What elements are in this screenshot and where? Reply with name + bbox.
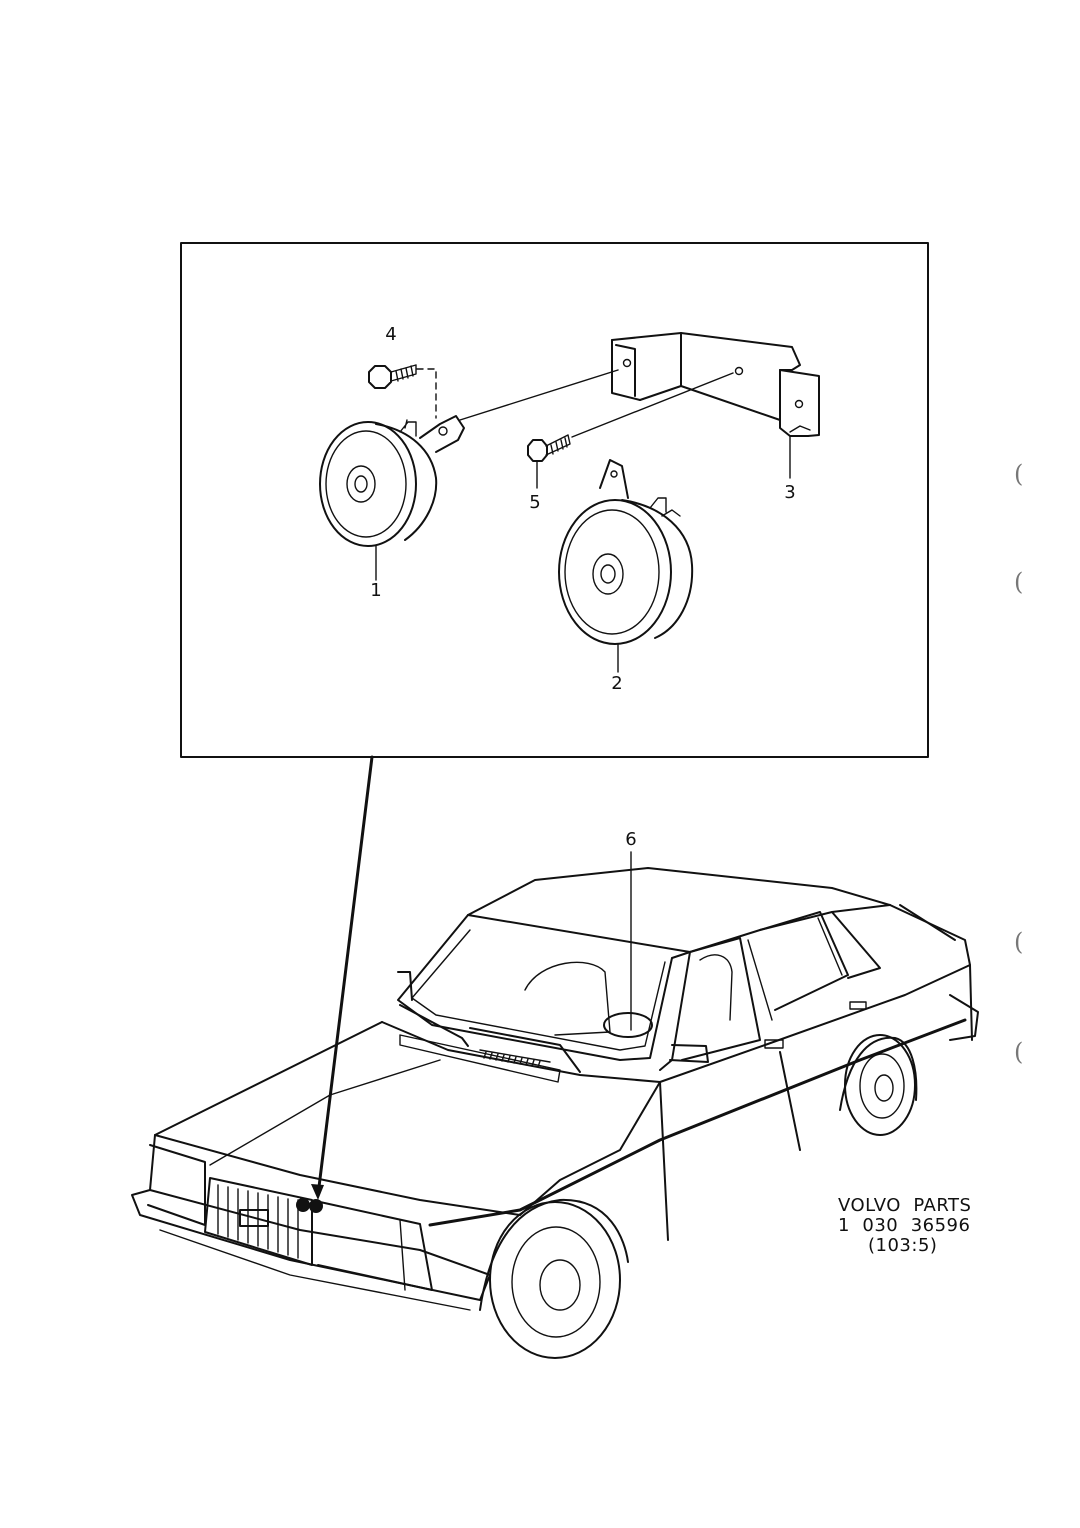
detail-inset-frame — [180, 242, 929, 758]
screw-5 — [527, 434, 571, 489]
parts-caption: VOLVO PARTS 1 030 36596 (103:5) — [838, 1196, 971, 1256]
binder-mark-2: ( — [1014, 568, 1024, 596]
screw-4 — [368, 364, 437, 419]
horn-1 — [319, 415, 465, 547]
binder-mark-1: ( — [1014, 460, 1024, 488]
callout-6: 6 — [625, 829, 637, 850]
caption-part-number: 1 030 36596 — [838, 1215, 971, 1236]
horn-1-to-bracket-line — [459, 369, 619, 421]
callout-2: 2 — [611, 673, 623, 694]
callout-4: 4 — [385, 324, 397, 345]
horn-2 — [558, 459, 694, 645]
binder-mark-3: ( — [1014, 928, 1024, 956]
binder-mark-4: ( — [1014, 1038, 1024, 1066]
screw-5-to-bracket-line — [571, 372, 734, 438]
inset-leader-line — [316, 755, 374, 1197]
bracket-3 — [611, 332, 820, 479]
callout-3: 3 — [784, 482, 796, 503]
callout-1: 1 — [370, 580, 382, 601]
inset-leader-arrow — [311, 1184, 324, 1200]
caption-brand: VOLVO PARTS — [838, 1195, 972, 1216]
caption-reference: (103:5) — [868, 1235, 938, 1256]
callout-5: 5 — [529, 492, 541, 513]
car-illustration — [131, 867, 979, 1359]
